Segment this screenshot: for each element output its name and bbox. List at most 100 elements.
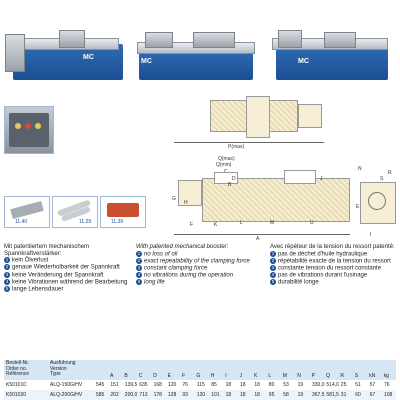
table-cell: 67 [369,392,376,398]
table-header: Bestell-Nr. Order no. Référence Ausführu… [4,360,396,380]
table-header-cell: R [340,373,345,379]
dim-label: H [184,200,188,206]
drawing-side-view [202,178,350,222]
header-type: Type [50,371,61,377]
dim-label: U [310,220,314,226]
table-header-cell: I [225,373,227,379]
table-header-cell: E [167,373,171,379]
thumbnail-2: 11.29 [52,196,98,228]
table-cell: 514,0 [326,382,339,388]
dim-label: P(max) [228,144,245,150]
table-cell: 128 [168,392,177,398]
table-cell: 120 [196,392,206,398]
vise-jaw [5,34,25,72]
thumbnail-caption: 11.40 [15,219,28,225]
order-no: K501020 [6,392,27,398]
table-cell: 95 [268,392,275,398]
table-header-cell: kg [383,373,389,379]
vise-jaw [145,32,173,48]
table-cell: 178 [153,392,162,398]
thumbnail-caption: 11.29 [79,219,92,225]
thumbnail-caption: 11.39 [111,219,124,225]
vise-jaw [324,32,356,48]
table-cell: 53 [283,382,289,388]
table-cell: 330,0 [312,382,325,388]
product-photo-1: MC [3,28,131,86]
dim-label: N [358,166,362,172]
thumbnail-1: 11.40 [4,196,50,228]
table-cell: 200,0 [124,392,138,398]
drawing-end-view [360,182,396,224]
table-cell: 585 [96,392,105,398]
table-cell: 581,5 [326,392,339,398]
dim-label: S [380,176,384,182]
table-header-cell: N [297,373,301,379]
features-de: Mit patentiertem mechanischem Spannkraft… [4,244,132,293]
features-fr: Avec répéteur de la tension du ressort p… [270,244,398,286]
table-cell: 57 [369,382,376,388]
table-cell: 80 [268,382,275,388]
dim-label: G [172,196,176,202]
table-header-cell: P [311,373,315,379]
dim-label: Q(max) [218,156,235,162]
table-header-cell: B [124,373,128,379]
table-cell: 25 [340,382,347,388]
table-cell: 76 [384,382,390,388]
table-cell: 60 [355,392,361,398]
vise-body [276,46,388,80]
table-cell: 85 [211,382,217,388]
table-cell: 19 [297,382,304,388]
table-cell: 168 [153,382,162,388]
vise-jaw [193,32,235,48]
header-order: Order no. [6,365,28,372]
table-header-cell: C [138,373,143,379]
table-cell: 76 [182,382,188,388]
table-header-cell: S [354,373,359,379]
table-header-cell: M [282,373,287,379]
thumbnail-3: 11.39 [100,196,146,228]
product-photo-2: MC [133,28,263,86]
order-no: K501010 [6,382,27,388]
header-type: Ausführung [50,360,76,366]
table-cell: 139,5 [124,382,138,388]
table-header-cell: H [210,373,215,379]
vise-body [139,50,253,80]
table-cell: 18 [254,382,260,388]
dim-label: L [240,220,243,226]
table-cell: 58 [283,392,289,398]
dim-label: D [232,176,236,182]
dim-label: E [356,204,360,210]
features-en-heading: With patented mechanical booster: [136,244,229,250]
mc-label: MC [141,58,152,65]
dim-label: B [228,182,232,188]
table-cell: 93 [182,392,188,398]
table-header-cell: kN [369,373,376,379]
table-cell: 713 [139,392,148,398]
table-header-cell: F [182,373,186,379]
table-header-cell: A [110,373,114,379]
table-cell: 635 [139,382,148,388]
table-cell: 19 [297,392,304,398]
table-cell: 115 [196,382,205,388]
mc-label: MC [298,58,309,65]
table-header-cell: L [268,373,272,379]
dim-label: R [388,170,392,176]
table-header-cell: K [254,373,258,379]
table-cell: 101 [211,392,220,398]
dim-label: Q(min) [216,162,232,168]
table-cell: 18 [240,382,246,388]
table-cell: 367,5 [312,392,325,398]
product-photo-3: MC [268,28,396,86]
table-header-cell: J [239,373,243,379]
